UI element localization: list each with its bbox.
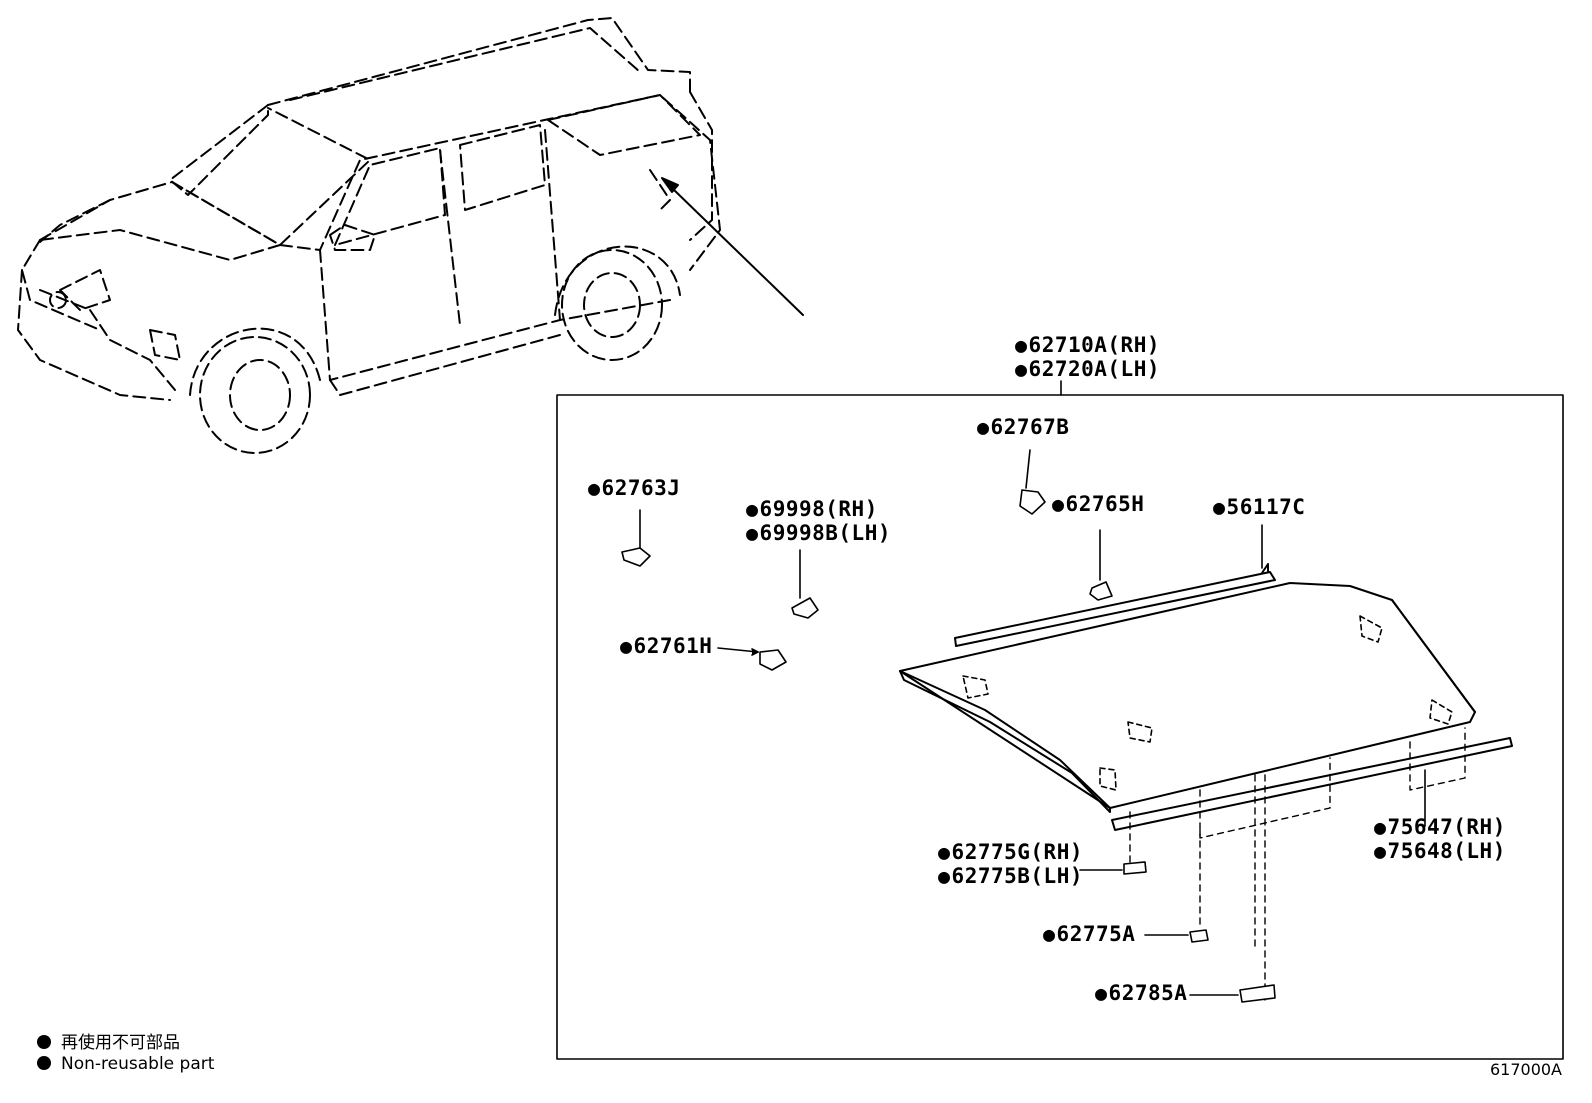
- label-69998-rh: 69998(RH): [746, 497, 878, 521]
- location-arrow: [661, 177, 804, 316]
- label-75648-lh: 75648(LH): [1374, 839, 1506, 863]
- legend-text-en: Non-reusable part: [61, 1054, 215, 1074]
- label-62765h: 62765H: [1052, 492, 1144, 516]
- legend-japanese: 再使用不可部品: [37, 1028, 180, 1053]
- label-62763j: 62763J: [588, 476, 680, 500]
- roof-panel: [899, 582, 1476, 813]
- bullet-icon: [37, 1035, 51, 1049]
- label-62761h: 62761H: [620, 634, 712, 658]
- bullet-icon: [37, 1056, 51, 1070]
- legend-text-jp: 再使用不可部品: [61, 1033, 180, 1053]
- document-id: 617000A: [1489, 1060, 1562, 1079]
- roof-molding: [1111, 737, 1513, 831]
- label-62720a-lh: 62720A(LH): [1015, 357, 1160, 381]
- label-62710a-rh: 62710A(RH): [1015, 333, 1160, 357]
- label-62775g-rh: 62775G(RH): [938, 840, 1083, 864]
- vehicle-outline: [17, 17, 721, 454]
- label-56117c: 56117C: [1213, 495, 1305, 519]
- label-62785a: 62785A: [1095, 981, 1187, 1005]
- label-62767b: 62767B: [977, 415, 1069, 439]
- legend-english: Non-reusable part: [37, 1054, 214, 1074]
- seal-strip: [954, 563, 1276, 647]
- parts-frame: [556, 394, 1564, 1060]
- label-75647-rh: 75647(RH): [1374, 815, 1506, 839]
- label-62775b-lh: 62775B(LH): [938, 864, 1083, 888]
- label-69998b-lh: 69998B(LH): [746, 521, 891, 545]
- label-62775a: 62775A: [1043, 922, 1135, 946]
- projection-lines: [1129, 727, 1466, 1001]
- clip-shapes: [621, 449, 1426, 1003]
